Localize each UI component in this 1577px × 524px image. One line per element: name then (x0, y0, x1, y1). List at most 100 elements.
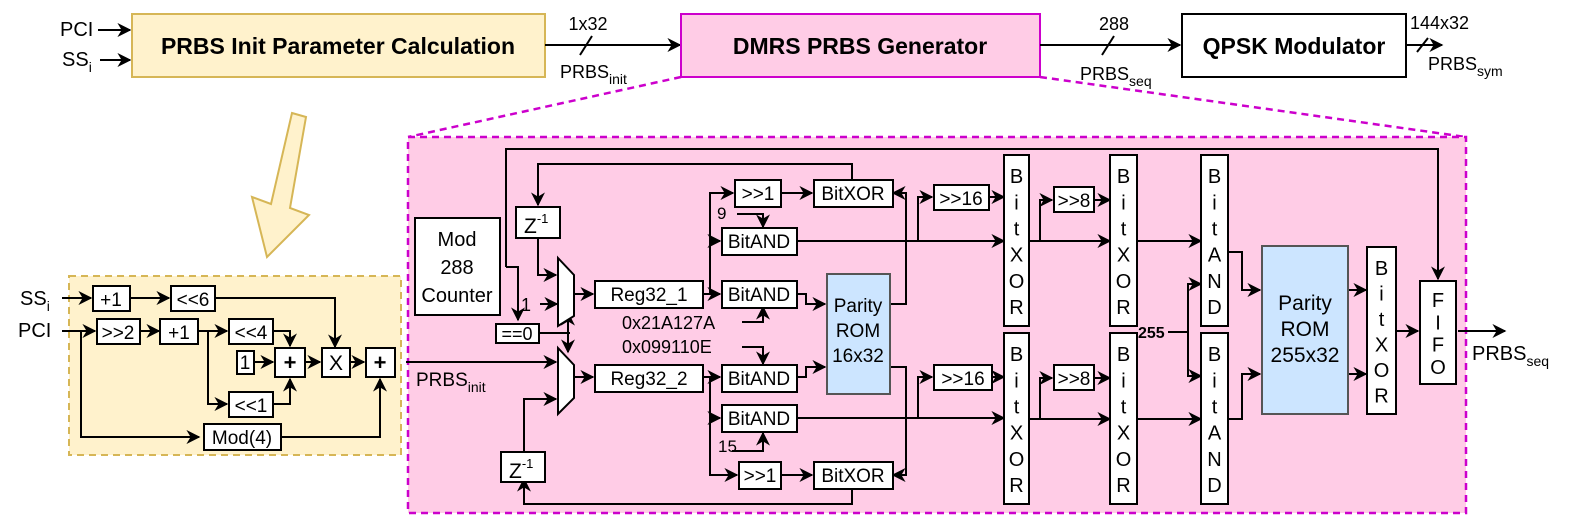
top-input-pci: PCI (60, 19, 93, 41)
bus3-width: 144x32 (1410, 13, 1469, 33)
wire (1039, 193, 1054, 241)
bitand-v-bottom-letter: i (1212, 370, 1216, 392)
init-param-block (131, 13, 546, 78)
bitxor-final-letter: B (1375, 258, 1388, 280)
reg32-2-label: Reg32_2 (610, 369, 687, 390)
detail-input-pci: PCI (18, 320, 51, 342)
bitxor-v2-bottom-letter: R (1116, 475, 1130, 497)
wire (505, 148, 1445, 281)
reg32-2-block (594, 364, 704, 393)
wire (797, 293, 827, 311)
bitand-v-top-letter: i (1212, 192, 1216, 214)
zoom-line-right (1039, 75, 1467, 139)
wire (207, 331, 229, 411)
counter-label-line3: Counter (421, 285, 492, 307)
fifo-block (1419, 280, 1457, 385)
shl1-block (228, 391, 274, 418)
adder2-block (365, 347, 396, 378)
bitxor-v1-bottom-letter: X (1010, 423, 1023, 445)
vertical-blocks: BitXORBitXORBitXORBitXORBitANDBitANDBitX… (1003, 154, 1457, 505)
reg32-1-label: Reg32_1 (610, 285, 687, 306)
wire (890, 186, 907, 305)
wire (1229, 251, 1262, 297)
rom1-label-line3: 16x32 (832, 346, 884, 367)
wire (517, 477, 853, 505)
shl1-label: <<1 (235, 396, 268, 417)
generator-detail-panel: Mod 288 Counter ==0 1 PRBSinit Z-1 Z-1 R… (406, 135, 1549, 515)
bitxor-v1-bottom-letter: B (1010, 344, 1023, 366)
shr16-bottom-label: >>16 (941, 369, 984, 390)
bitand-4-block (721, 404, 798, 433)
counter-label-line1: Mod (438, 229, 477, 251)
bitand-v-bottom-letter: D (1207, 475, 1221, 497)
bus1-width: 1x32 (568, 14, 607, 34)
rom2-label-line1: Parity (1278, 292, 1332, 315)
bitxor-v1-bottom-letter: t (1014, 396, 1020, 418)
modulator-label: QPSK Modulator (1203, 33, 1386, 59)
bus1-label: PRBSinit (560, 62, 627, 87)
rom1-label-line1: Parity (834, 296, 883, 317)
bitand-v-bottom-letter: t (1212, 396, 1218, 418)
bitxor-top-label: BitXOR (821, 184, 884, 205)
delay-top-block (515, 206, 561, 239)
wire (273, 377, 297, 405)
bitxor-bottom-label: BitXOR (821, 466, 884, 487)
top-input-ss: SSi (62, 49, 92, 75)
wire (531, 163, 853, 207)
bitxor-v1-top-letter: X (1010, 245, 1023, 267)
bus3-label: PRBSsym (1428, 54, 1503, 79)
bitand-v-top-letter: D (1207, 297, 1221, 319)
shr16-top-label: >>16 (939, 189, 982, 210)
bitand-v-bottom-letter: A (1208, 423, 1222, 445)
bitxor-v2-top-letter: R (1116, 297, 1130, 319)
bitxor-v2-top-letter: X (1117, 245, 1130, 267)
shl6-label: <<6 (177, 290, 210, 311)
bitxor-v2-bottom-letter: X (1117, 423, 1130, 445)
mux-bottom (557, 345, 575, 417)
shr1-top-block (734, 179, 782, 208)
shr1-bottom-block (738, 461, 782, 490)
shr2-block (96, 318, 141, 345)
adder1-block (274, 347, 306, 378)
shr8-top-block (1053, 186, 1095, 213)
bitxor-v2-bottom-letter: t (1121, 396, 1127, 418)
delay-bottom-label: Z-1 (509, 456, 533, 483)
bitxor-v1-top-letter: R (1009, 297, 1023, 319)
shr8-bottom-block (1053, 364, 1095, 391)
bitand-v-bottom-letter: B (1208, 344, 1221, 366)
bitand-v-top-letter: B (1208, 166, 1221, 188)
bitand-v-top (1200, 154, 1229, 327)
pci-plus1-label: +1 (168, 323, 190, 344)
mod288-counter-block (414, 217, 501, 316)
wire (273, 330, 297, 348)
bitxor-final (1366, 246, 1397, 415)
const1-block (236, 350, 255, 375)
wire (506, 266, 525, 322)
wire (1174, 277, 1203, 333)
mask1-label: 0x21A127A (622, 313, 715, 333)
parity-rom-255x32 (1261, 245, 1349, 415)
dmrs-generator-block (680, 13, 1041, 78)
wire (917, 190, 934, 241)
init-param-label: PRBS Init Parameter Calculation (161, 33, 515, 59)
shl6-block (170, 285, 216, 312)
bus-slash (579, 35, 593, 56)
wire (537, 239, 558, 282)
bitxor-v2-top-letter: O (1116, 271, 1132, 293)
zoom-line-left (407, 75, 682, 139)
mult-label: X (329, 352, 343, 375)
bitand-v-top-letter: A (1208, 245, 1222, 267)
pci-plus1-block (159, 318, 199, 345)
bitand-3-label: BitAND (728, 369, 790, 390)
reg32-1-block (594, 280, 704, 309)
bitxor-v1-top-letter: i (1014, 192, 1018, 214)
wire (709, 377, 739, 482)
expand-arrow-icon (250, 111, 311, 259)
const255-label: 255 (1138, 325, 1165, 342)
bitand-2-label: BitAND (728, 285, 790, 306)
bitxor-v2-top-letter: B (1117, 166, 1130, 188)
shr1-top-label: >>1 (742, 184, 775, 205)
bitxor-v2-top-letter: i (1121, 192, 1125, 214)
rom2-label-line2: ROM (1281, 318, 1330, 341)
bitxor-v1-bottom-letter: R (1009, 475, 1023, 497)
